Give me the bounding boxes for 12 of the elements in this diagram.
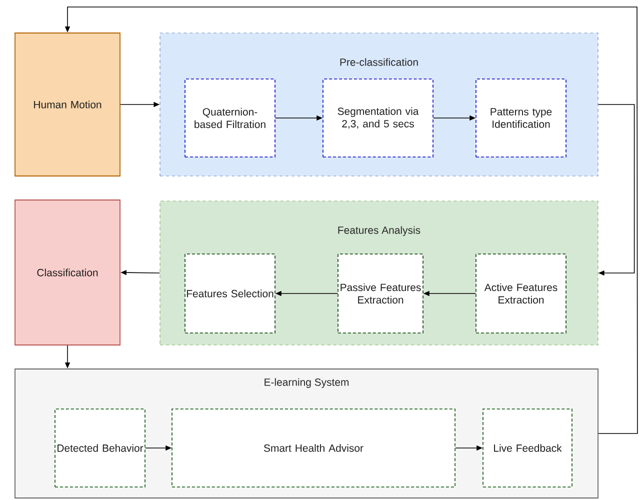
- process-box: Human Motion: [14, 32, 120, 176]
- process-box: Classification: [14, 200, 120, 346]
- process-box: Patterns type Identification: [476, 78, 566, 158]
- process-box: Segmentation via 2,3, and 5 secs: [322, 78, 434, 158]
- process-box: Passive Features Extraction: [338, 254, 424, 334]
- process-box: Active Features Extraction: [476, 254, 566, 334]
- process-box: Features Selection: [184, 254, 276, 334]
- process-box: Smart Health Advisor: [172, 408, 456, 488]
- process-box: Detected Behavior: [54, 408, 146, 488]
- process-box: Quaternion-based Filtration: [184, 78, 276, 158]
- process-box: Live Feedback: [482, 408, 572, 488]
- arrow: [598, 104, 635, 276]
